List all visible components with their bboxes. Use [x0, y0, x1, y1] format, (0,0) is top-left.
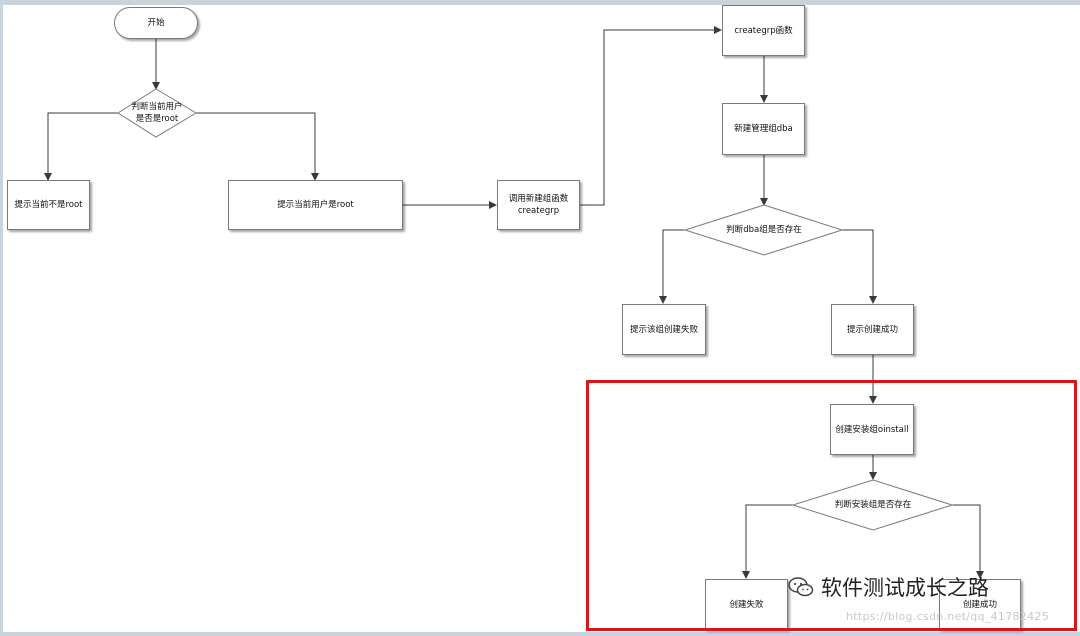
- watermark: 软件测试成长之路: [787, 572, 989, 602]
- check-user-label: 判断当前用户 是否是root: [131, 102, 183, 124]
- watermark-brand: 软件测试成长之路: [821, 576, 989, 600]
- edge-check-user-to-is-root: [196, 112, 319, 181]
- check-oinstall-diamond: [791, 479, 954, 531]
- new-dba-node: 新建管理组dba: [722, 103, 805, 155]
- not-root-node: 提示当前不是root: [7, 180, 90, 230]
- wechat-icon: [788, 577, 814, 597]
- edge-check-user-to-not-root: [44, 112, 118, 181]
- check-user-diamond: [117, 88, 197, 138]
- edge-check-oinstall-to-fail: [742, 504, 793, 579]
- dba-success-node: 提示创建成功: [831, 304, 914, 355]
- creategrp-func-node: creategrp函数: [722, 5, 805, 56]
- dba-fail-node: 提示该组创建失败: [622, 304, 706, 355]
- create-oinstall-node: 创建安装组oinstall: [830, 404, 914, 455]
- edge-check-dba-to-fail: [659, 229, 685, 304]
- call-create-node: 调用新建组函数 creategrp: [497, 180, 580, 230]
- is-root-node: 提示当前用户是root: [228, 180, 403, 230]
- check-dba-label: 判断dba组是否存在: [726, 225, 802, 235]
- highlight-box: [586, 380, 1077, 631]
- check-dba-diamond: [683, 204, 844, 256]
- edge-check-dba-to-success: [842, 229, 877, 304]
- start-node: 开始: [114, 7, 198, 39]
- check-oinstall-label: 判断安装组是否存在: [834, 500, 912, 510]
- watermark-url: https://blog.csdn.net/qq_41782425: [846, 610, 1050, 623]
- edge-check-oinstall-to-success: [952, 504, 984, 579]
- edge-call-create-to-creategrp: [580, 26, 722, 206]
